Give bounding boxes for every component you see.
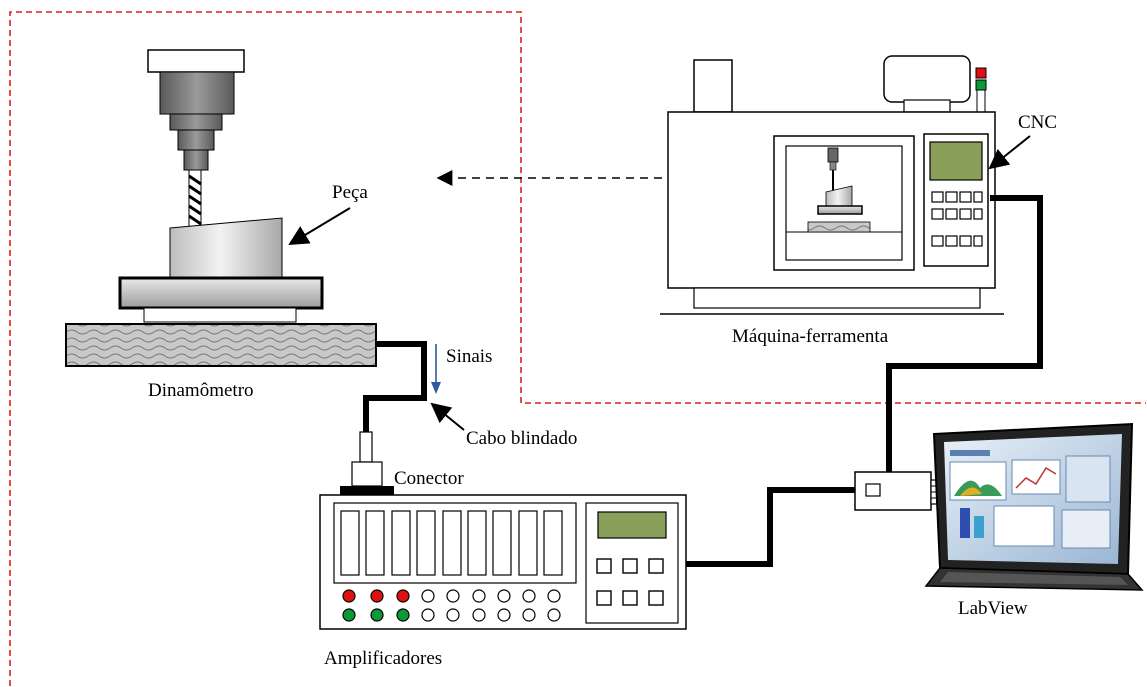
label-sinais: Sinais: [446, 346, 492, 367]
cable-amplifier-to-adapter: [686, 487, 855, 567]
label-cnc: CNC: [1018, 112, 1057, 133]
peca-pointer-arrow: [288, 207, 351, 246]
workpiece: [169, 217, 283, 279]
label-conector: Conector: [394, 468, 464, 489]
cnc-pointer-arrow: [988, 135, 1031, 170]
spindle: [147, 49, 245, 171]
label-peca: Peça: [332, 182, 368, 203]
label-amplificadores: Amplificadores: [324, 648, 442, 669]
fixture-plate: [118, 276, 324, 310]
fixture-base: [143, 307, 297, 323]
cable-cnc-to-adapter: [886, 195, 1043, 472]
laptop-icon: [924, 422, 1144, 591]
cabo-pointer-arrow: [430, 402, 465, 431]
amplifier-unit: [319, 494, 687, 630]
label-dinamometro: Dinamômetro: [148, 380, 254, 401]
machining-zone-boundary: [9, 11, 1146, 686]
signal-arrow-head: [431, 382, 441, 394]
machine-tool: [660, 55, 1004, 315]
cable-dynamometer-to-connector: [363, 341, 427, 434]
label-maquina: Máquina-ferramenta: [732, 326, 889, 347]
connector: [340, 431, 394, 495]
label-labview: LabView: [958, 598, 1028, 619]
label-cabo: Cabo blindado: [466, 428, 577, 449]
dynamometer: [65, 323, 377, 367]
daq-adapter: [854, 471, 942, 511]
